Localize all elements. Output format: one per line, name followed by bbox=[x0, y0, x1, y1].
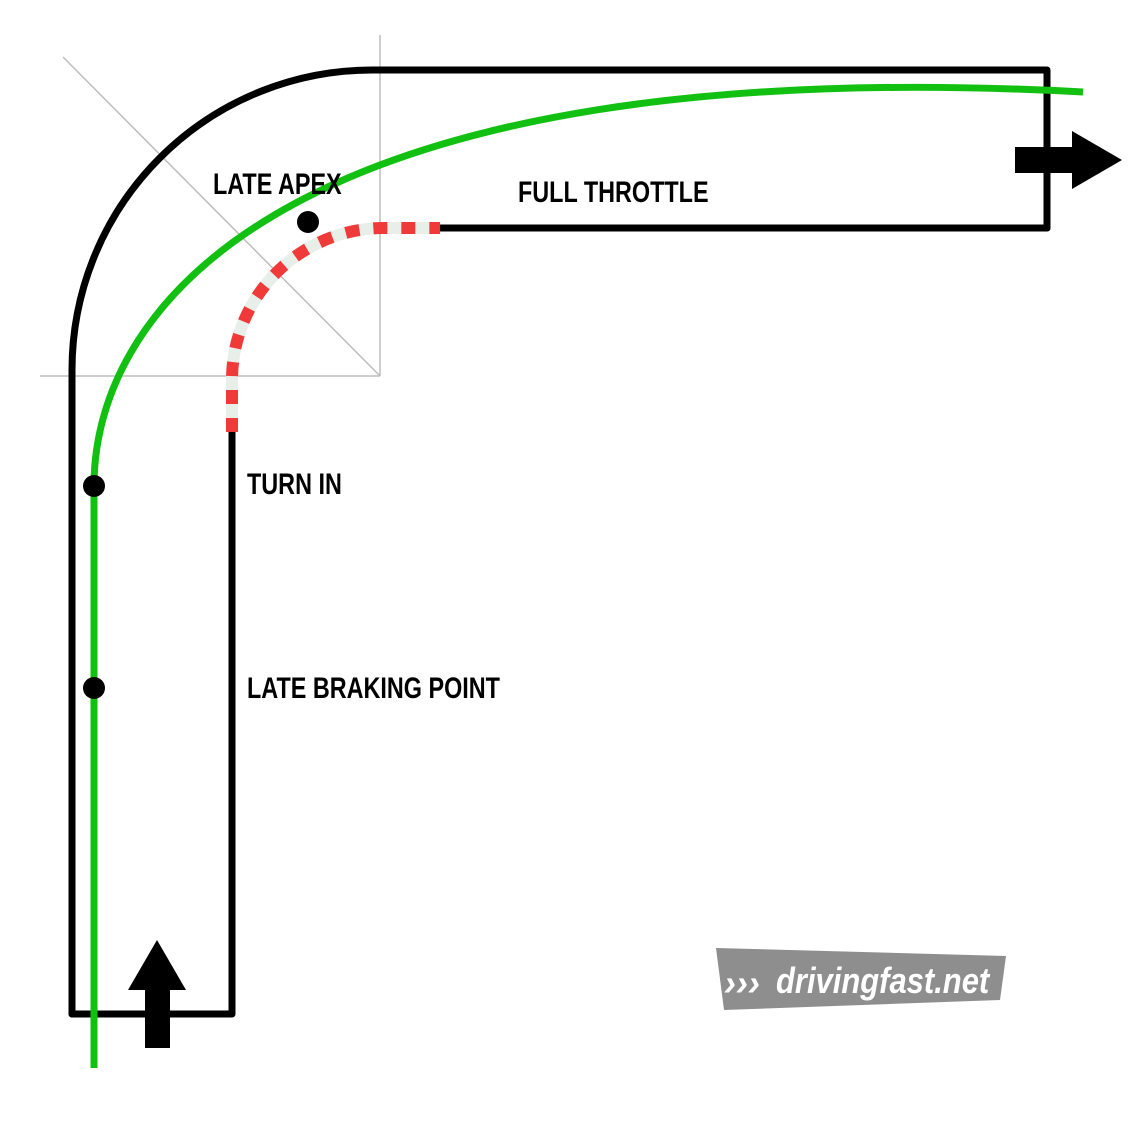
full-throttle-label: FULL THROTTLE bbox=[518, 175, 709, 208]
turn-in-point bbox=[83, 475, 105, 497]
watermark-background bbox=[716, 948, 1006, 1010]
watermark-logo: ››› drivingfast.net bbox=[716, 948, 1006, 1010]
watermark-text: drivingfast.net bbox=[776, 962, 991, 1002]
racing-line bbox=[90, 83, 1084, 1068]
geometry-guides bbox=[40, 35, 381, 377]
late-apex-point bbox=[297, 211, 319, 233]
late-apex-label: LATE APEX bbox=[213, 167, 342, 200]
track-outer-edge bbox=[68, 66, 1051, 1018]
track-inner-edge bbox=[68, 428, 236, 1018]
turn-in-label: TURN IN bbox=[247, 467, 342, 500]
apex-curb-red bbox=[226, 222, 440, 432]
arrow-up-icon bbox=[128, 940, 186, 1048]
late-braking-point-label: LATE BRAKING POINT bbox=[247, 671, 500, 704]
late-braking-point bbox=[83, 677, 105, 699]
arrow-right-icon bbox=[1015, 131, 1122, 189]
watermark-chevrons: ››› bbox=[724, 962, 760, 1003]
guide-diagonal-line bbox=[62, 56, 381, 377]
